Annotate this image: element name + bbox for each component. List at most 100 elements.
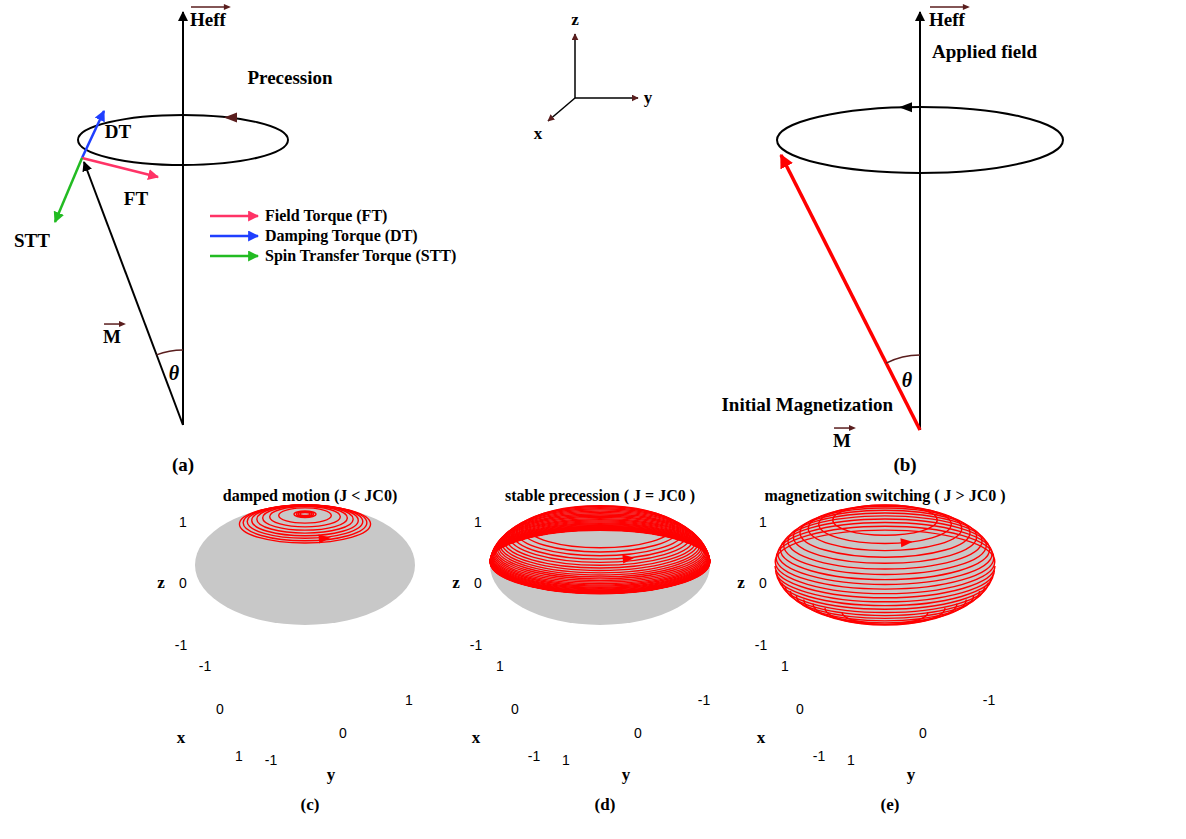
trajectory	[793, 510, 976, 563]
trajectory	[263, 506, 348, 530]
torque-label: DT	[105, 122, 131, 142]
axis-name: y	[907, 766, 916, 784]
trajectory	[784, 516, 987, 575]
trajectory	[490, 530, 709, 593]
field-label: Applied field	[932, 42, 1037, 62]
trajectory	[490, 530, 709, 593]
axis-name: x	[534, 125, 543, 143]
tick-label: -1	[698, 693, 710, 708]
tick-label: 0	[474, 576, 482, 591]
trajectory	[490, 529, 709, 592]
trajectory	[780, 519, 989, 580]
plot-title: magnetization switching ( J > JC0 )	[764, 488, 1005, 505]
field-axis	[919, 12, 921, 430]
field-torque-arrow	[82, 158, 158, 177]
tick-label: -1	[813, 749, 825, 764]
magnetization-vector	[84, 162, 183, 425]
axis-name: z	[737, 574, 745, 592]
trajectory-arrow	[900, 538, 912, 547]
tick-label: 1	[496, 659, 504, 674]
trajectory-arrow	[318, 535, 330, 544]
trajectory	[788, 513, 982, 569]
tick-label: -1	[175, 638, 187, 653]
axis-name: y	[644, 89, 653, 107]
tick-label: -1	[983, 693, 995, 708]
tick-label: -1	[265, 753, 277, 768]
trajectory-arrow	[622, 555, 634, 564]
panel-label: (e)	[881, 796, 900, 814]
axis-line	[574, 34, 576, 98]
trajectory	[239, 505, 370, 543]
stt-arrow	[55, 158, 82, 222]
sphere-plot	[775, 505, 995, 625]
panel-b	[777, 12, 1063, 430]
trajectory	[490, 529, 709, 592]
precession-orbit	[78, 115, 288, 165]
damping-torque-arrow	[82, 111, 104, 158]
trajectory	[279, 508, 332, 523]
trajectory	[490, 530, 709, 593]
orbit-arrow	[899, 102, 912, 112]
legend-arrow	[210, 255, 258, 258]
trajectory	[777, 574, 993, 605]
field-symbol: Heff	[190, 10, 226, 30]
sphere-plots	[195, 505, 995, 625]
tick-label: -1	[755, 638, 767, 653]
trajectory	[779, 579, 991, 610]
tick-label: -1	[199, 659, 211, 674]
tick-label: 0	[339, 726, 347, 741]
tick-label: 1	[405, 693, 413, 708]
axis-line	[575, 97, 638, 99]
trajectory	[296, 512, 313, 517]
tick-label: 0	[179, 576, 187, 591]
trajectory	[491, 525, 708, 588]
trajectory	[813, 604, 957, 625]
tick-label: 1	[759, 515, 767, 530]
field-axis	[182, 12, 184, 425]
trajectory	[491, 527, 709, 590]
tick-label: 1	[179, 515, 187, 530]
trajectory	[490, 530, 710, 593]
tick-label: 0	[796, 702, 804, 717]
unit-sphere	[490, 505, 710, 625]
axis-name: y	[622, 766, 631, 784]
trajectory	[804, 599, 966, 622]
trajectory	[842, 612, 928, 624]
angle-symbol: θ	[169, 363, 179, 384]
trajectory	[491, 528, 710, 591]
tick-label: 0	[634, 726, 642, 741]
panel-label: (d)	[595, 796, 616, 814]
plot-title: stable precession ( J = JC0 )	[505, 488, 695, 505]
axis-name: x	[472, 729, 481, 747]
trajectory	[252, 505, 359, 536]
axis-name: x	[177, 729, 186, 747]
axis-name: x	[757, 729, 766, 747]
legend-text: Field Torque (FT)	[265, 208, 387, 225]
trajectory	[490, 529, 709, 592]
precession-orbit	[777, 107, 1063, 173]
tick-label: 1	[562, 753, 570, 768]
trajectory	[490, 529, 709, 592]
torque-label: STT	[14, 231, 50, 251]
trajectory	[490, 529, 709, 592]
trajectory	[491, 528, 710, 591]
tick-label: 1	[781, 659, 789, 674]
vector-overbars	[104, 4, 970, 431]
trajectory	[490, 529, 709, 592]
trajectory	[825, 608, 945, 625]
trajectory	[491, 526, 709, 589]
tick-label: -1	[470, 638, 482, 653]
axes-triad	[548, 34, 638, 121]
precession-label: Precession	[247, 68, 332, 88]
trajectory	[491, 528, 710, 591]
trajectory	[796, 595, 973, 621]
panel-label: (a)	[172, 455, 194, 475]
trajectory	[490, 530, 709, 593]
plot-title: damped motion (J < JC0)	[223, 488, 397, 505]
angle-arc	[157, 350, 184, 355]
magnetization-vector	[781, 155, 920, 430]
magnetization-symbol: M	[103, 327, 121, 347]
trajectory	[492, 525, 708, 588]
